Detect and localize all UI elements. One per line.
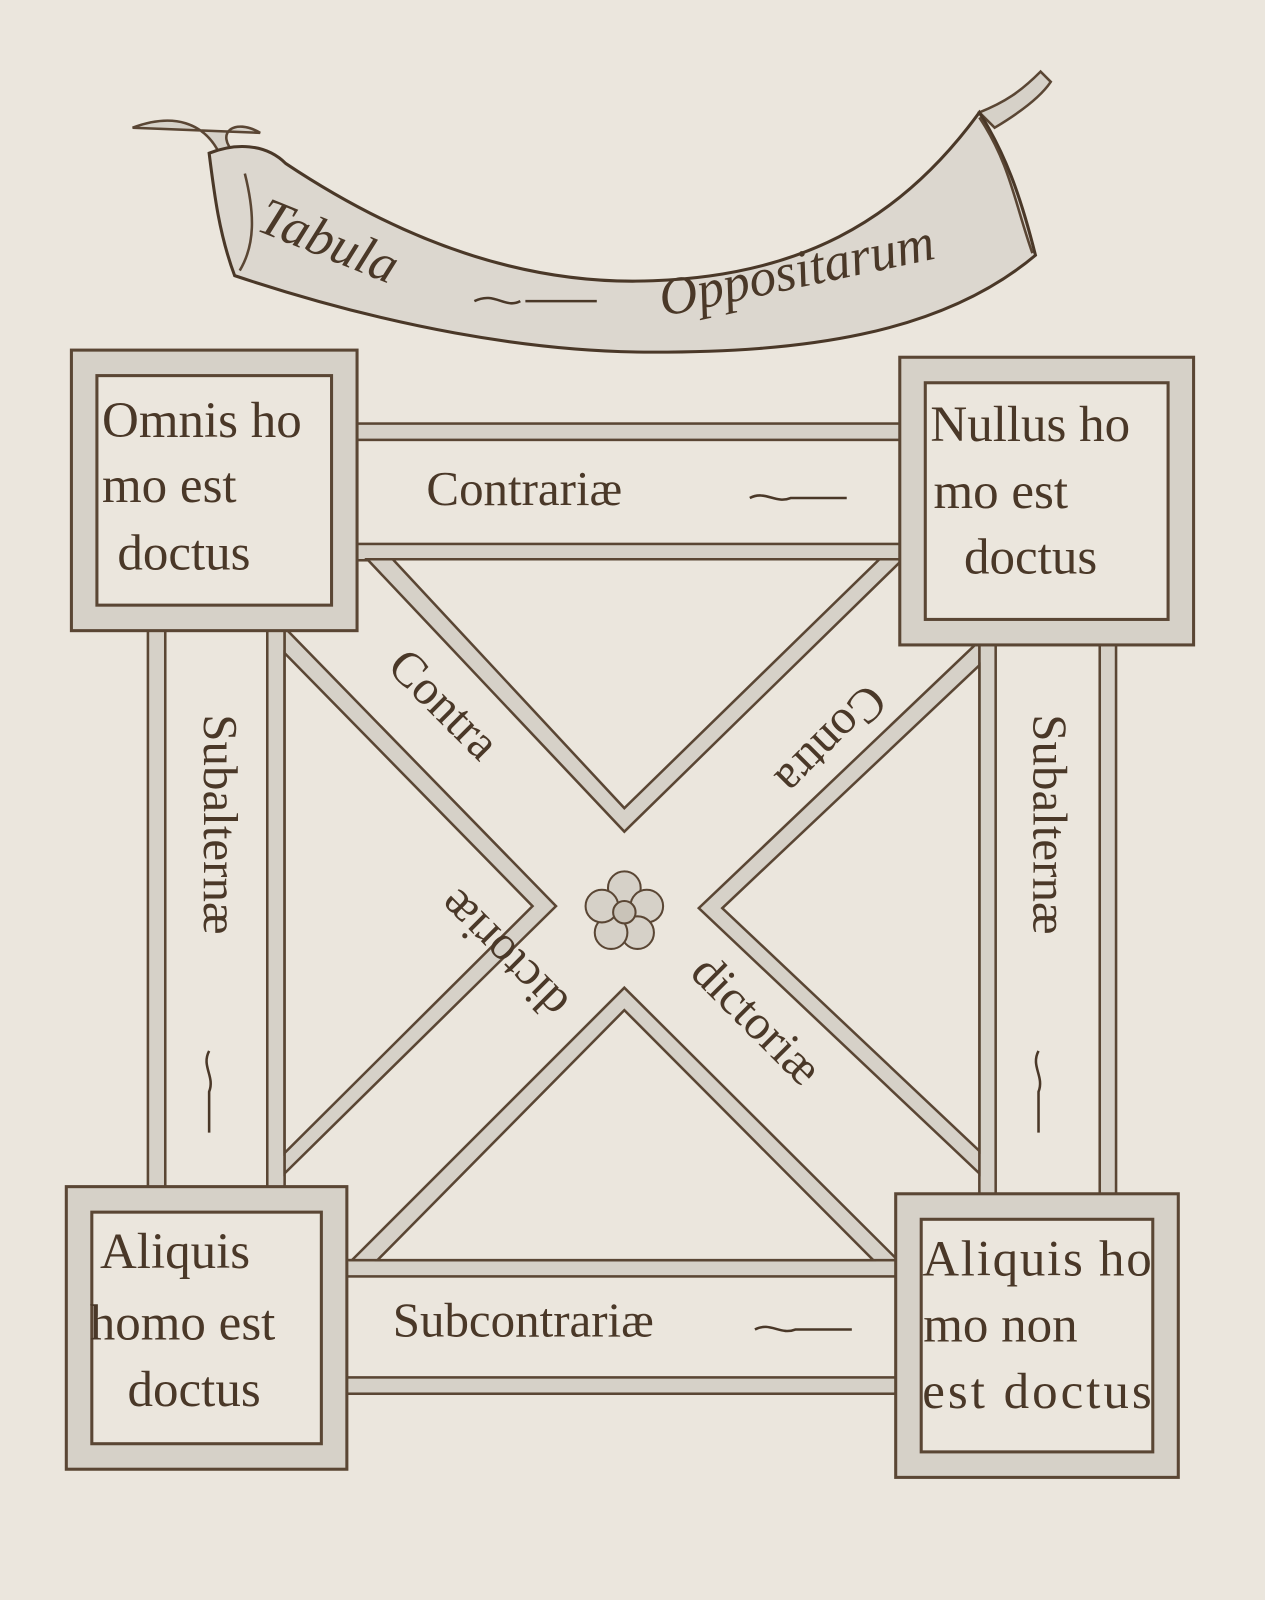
- flourish-icon: [749, 494, 847, 501]
- box-text-line: mo est: [933, 464, 1068, 520]
- label-subalternae-left: Subalternæ: [193, 714, 248, 934]
- box-text-line: Aliquis: [100, 1224, 250, 1280]
- box-top-left: Omnis ho mo est doctus: [69, 348, 359, 633]
- label-contrariae: Contrariæ: [426, 461, 622, 516]
- top-bar-upper: [353, 422, 913, 442]
- box-bottom-right: Aliquis ho mo non est doctus: [894, 1192, 1180, 1479]
- box-top-right: Nullus ho mo est doctus: [898, 355, 1196, 647]
- box-text-line: est doctus: [922, 1364, 1152, 1420]
- box-text-line: doctus: [117, 525, 250, 581]
- label-subalternae-right: Subalternæ: [1022, 714, 1077, 934]
- contradiction-x: [283, 557, 981, 1262]
- left-bar-inner: [266, 626, 286, 1190]
- bottom-bar-lower: [343, 1376, 903, 1396]
- flourish-icon: [205, 1050, 212, 1133]
- box-text-line: mo est: [102, 458, 237, 514]
- rosette-icon: [584, 870, 665, 950]
- box-text-line: homo est: [90, 1296, 276, 1352]
- left-bar-outer: [146, 626, 167, 1190]
- box-text-line: doctus: [964, 530, 1097, 586]
- title-banner: [132, 69, 1053, 354]
- box-text-line: doctus: [128, 1362, 261, 1418]
- flourish-icon: [754, 1325, 852, 1333]
- box-bottom-left: Aliquis homo est doctus: [64, 1185, 349, 1471]
- box-text-line: mo non: [923, 1298, 1077, 1354]
- box-text-line: Nullus ho: [930, 397, 1130, 453]
- right-bar-inner: [978, 639, 997, 1199]
- top-bar-lower: [353, 542, 913, 562]
- bottom-bar-upper: [343, 1258, 903, 1278]
- flourish-icon: [473, 296, 597, 305]
- flourish-icon: [1034, 1050, 1042, 1133]
- box-text-line: Aliquis ho: [922, 1231, 1152, 1287]
- label-subcontrariae: Subcontrariæ: [393, 1293, 654, 1348]
- right-bar-outer: [1098, 639, 1118, 1199]
- box-text-line: Omnis ho: [102, 393, 302, 449]
